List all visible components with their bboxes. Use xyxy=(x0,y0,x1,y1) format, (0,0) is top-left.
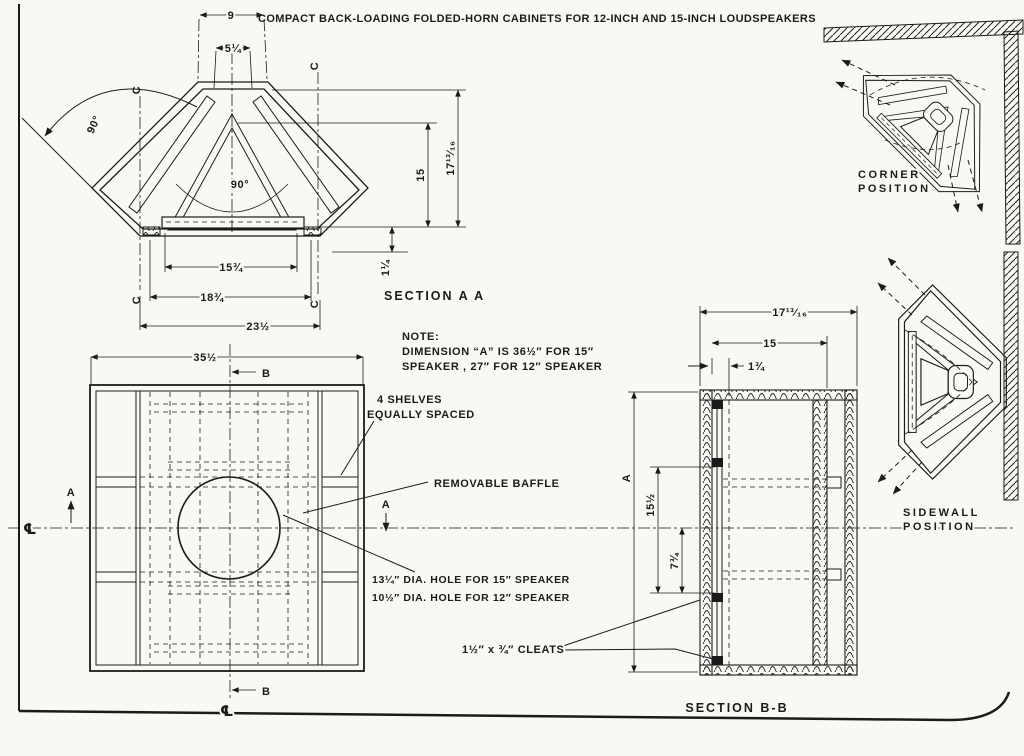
angle-label: 90° xyxy=(231,179,249,191)
hole-12-callout: 10½″ DIA. HOLE FOR 12″ SPEAKER xyxy=(372,592,570,604)
front-view: A A ℄ B ℄ 4 SHELVES EQUALLY SPACED REMOV… xyxy=(21,384,714,722)
dim-bottom-mid: 18¾ xyxy=(200,292,223,304)
note-line: SPEAKER , 27″ FOR 12″ SPEAKER xyxy=(402,361,602,373)
dim-bottom-inner: 15¾ xyxy=(219,262,242,274)
centerline-symbol: ℄ xyxy=(220,703,234,720)
dim-top-width: 9 xyxy=(228,10,235,22)
speaker-hole xyxy=(177,476,281,580)
cut-marker-c: C xyxy=(131,86,143,95)
dim-overall-width: 35½ xyxy=(193,352,216,364)
sound-path-arrows xyxy=(877,257,973,495)
section-aa-view: C C C C 90° 90° 9 5¼ 15¾ 18¾ 23½ 35½ xyxy=(21,8,485,384)
cut-marker-c: C xyxy=(131,296,143,305)
sidewall-position-label: SIDEWALL xyxy=(903,507,980,519)
cut-marker-c: C xyxy=(309,300,321,309)
shelf-edges xyxy=(96,476,358,583)
dim-inner-depth: 15 xyxy=(763,338,776,350)
dim-upper-span: 15½ xyxy=(645,493,657,516)
sidewall-position-label: POSITION xyxy=(903,521,976,533)
cut-marker-a: A xyxy=(67,487,76,499)
dim-bottom-outer: 23½ xyxy=(246,321,269,333)
drawing-title: COMPACT BACK-LOADING FOLDED-HORN CABINET… xyxy=(258,13,816,25)
hidden-edges xyxy=(149,392,309,664)
bottom-board xyxy=(161,216,305,229)
section-aa-label: SECTION A A xyxy=(384,289,485,303)
dim-base-offset: 1¼ xyxy=(380,260,392,277)
cut-marker-b: B xyxy=(262,686,271,698)
inner-panel xyxy=(812,399,828,666)
section-bb-label: SECTION B-B xyxy=(685,701,788,715)
dim-top-inner: 5¼ xyxy=(225,43,242,55)
dim-overall-depth: 17¹³⁄₁₆ xyxy=(772,307,807,319)
sound-path-arrows xyxy=(835,59,986,213)
angle-label: 90° xyxy=(85,114,104,136)
sheet-border xyxy=(18,4,1011,722)
centerline-symbol: ℄ xyxy=(23,521,37,538)
baffle-callout: REMOVABLE BAFFLE xyxy=(434,478,560,490)
dim-baffle-offset: 1¾ xyxy=(748,361,765,373)
corner-position-label: CORNER xyxy=(858,169,921,181)
cleats xyxy=(712,400,723,665)
cleats-callout: 1½″ x ¾″ CLEATS xyxy=(462,644,564,656)
note-heading: NOTE: xyxy=(402,331,439,343)
cut-marker-c: C xyxy=(309,62,321,71)
wall-side xyxy=(1003,251,1019,501)
dim-height-ref: A xyxy=(621,474,633,483)
shelves-callout: 4 SHELVES xyxy=(377,394,442,406)
shelves-callout: EQUALLY SPACED xyxy=(367,409,475,421)
dim-overall-height: 17¹³⁄₁₆ xyxy=(445,140,457,175)
note-block: NOTE: DIMENSION “A” IS 36½″ FOR 15″ SPEA… xyxy=(400,329,709,375)
dim-lower-span: 7¾ xyxy=(669,553,681,570)
wall-right xyxy=(1003,30,1021,245)
wall-top xyxy=(823,19,1024,43)
sidewall-position-view: SIDEWALL POSITION xyxy=(877,251,1019,535)
corner-position-label: POSITION xyxy=(858,183,931,195)
cut-marker-a: A xyxy=(382,499,391,511)
cut-marker-b: B xyxy=(262,368,271,380)
note-line: DIMENSION “A” IS 36½″ FOR 15″ xyxy=(402,346,594,358)
dim-inner-height: 15 xyxy=(415,168,427,181)
hole-15-callout: 13¼″ DIA. HOLE FOR 15″ SPEAKER xyxy=(372,574,570,586)
corner-position-view: CORNER POSITION xyxy=(823,19,1024,245)
section-bb-view: 17¹³⁄₁₆ 15 1¾ A 15½ 7¾ SECTION B-B xyxy=(619,305,858,715)
